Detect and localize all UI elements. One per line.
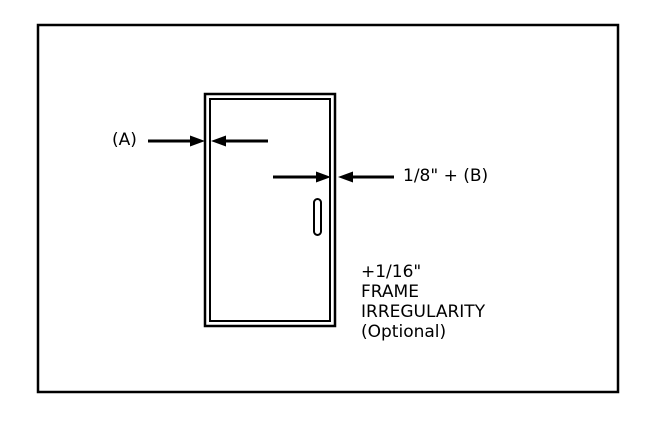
door-handle bbox=[313, 198, 322, 236]
arrow-right-head bbox=[190, 135, 205, 147]
arrow-left-head bbox=[211, 135, 226, 147]
diagram-border bbox=[36, 23, 620, 394]
door-frame-inner bbox=[209, 98, 331, 322]
note-line-1: +1/16" bbox=[361, 262, 422, 282]
arrow-right-head bbox=[316, 171, 331, 183]
note-line-2: FRAME bbox=[361, 282, 419, 302]
arrow-left-head bbox=[338, 171, 353, 183]
note-line-3: IRREGULARITY bbox=[361, 302, 486, 322]
note-line-4: (Optional) bbox=[361, 322, 447, 342]
door-frame-outer bbox=[203, 92, 337, 328]
dimension-b-label: 1/8" + (B) bbox=[403, 166, 489, 186]
dimension-a-arrows bbox=[148, 135, 268, 147]
dimension-b-arrows bbox=[273, 171, 394, 183]
dimension-a-label: (A) bbox=[112, 130, 137, 150]
